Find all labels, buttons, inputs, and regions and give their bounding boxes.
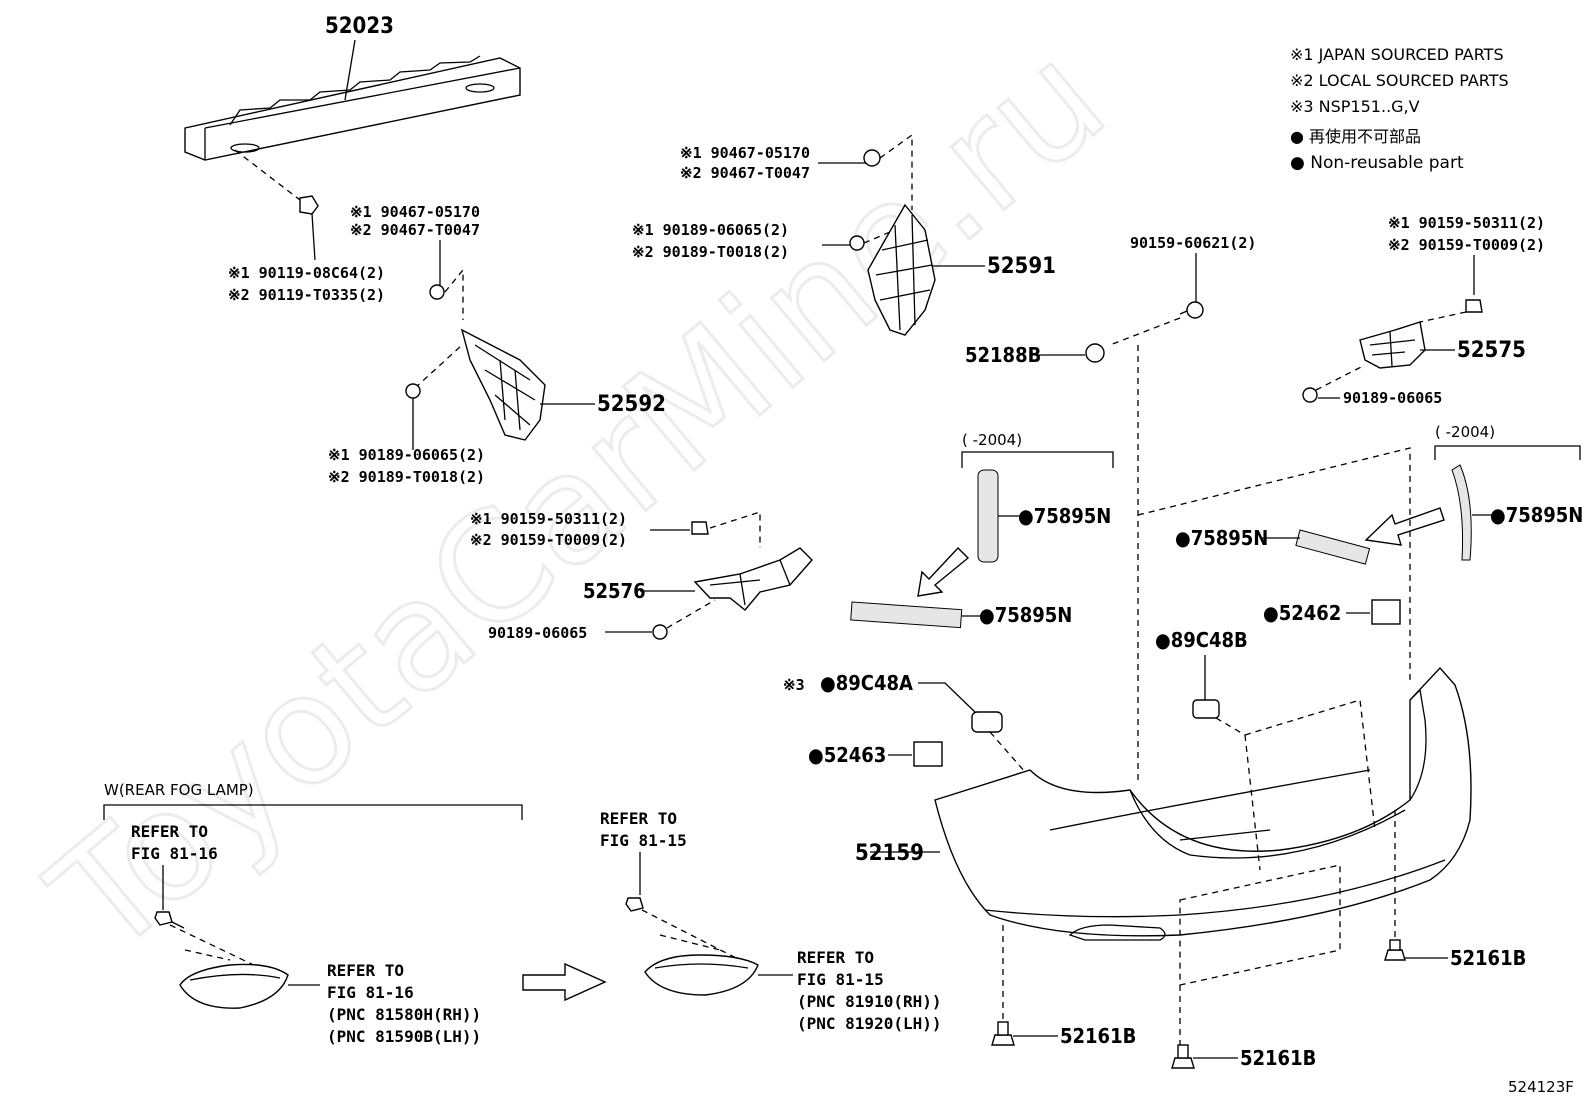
refer-a-line2: FIG 81-16: [131, 844, 218, 863]
clip-icon: [1171, 1044, 1195, 1069]
nut-mid-label-2: ※2 90189-T0018(2): [632, 243, 789, 261]
part-52462-label: ●52462: [1263, 601, 1341, 625]
bolt-icon: [234, 149, 319, 261]
reflector-lamp-rh: [644, 954, 759, 996]
fog-lamp-title: W(REAR FOG LAMP): [104, 781, 254, 799]
refer-b-line2: FIG 81-16: [327, 983, 414, 1002]
clip-left-label-2: ※2 90467-T0047: [350, 221, 480, 239]
clip-icon: [1384, 939, 1406, 961]
legend-japan-sourced: ※1 JAPAN SOURCED PARTS: [1290, 45, 1504, 64]
refer-c-line1: REFER TO: [600, 809, 677, 828]
bracket-52591: [867, 203, 985, 336]
nut-right-label: 90189-06065: [1343, 389, 1442, 407]
sensor-icon: [971, 711, 1003, 733]
side-bracket-52575: [1359, 321, 1426, 369]
clip-label-c: 52161B: [1240, 1046, 1316, 1070]
refer-b-line1: REFER TO: [327, 961, 404, 980]
clip-label-b: 52161B: [1060, 1024, 1136, 1048]
screw-right-label-1: ※1 90159-50311(2): [1388, 214, 1545, 232]
reflector-horizontal: [850, 601, 963, 629]
retainer-icon: [1085, 343, 1105, 363]
clip-label-a: 52161B: [1450, 946, 1526, 970]
part-52576-label: 52576: [583, 579, 646, 603]
refer-d-line3: (PNC 81910(RH)): [797, 992, 942, 1011]
rear-bumper-cover: [934, 666, 1472, 941]
clip-right-label-2: ※2 90467-T0047: [680, 164, 810, 182]
bolt-label-2: ※2 90119-T0335(2): [228, 286, 385, 304]
fog-lamp-rh: [179, 963, 289, 1009]
nut-mid2-label: 90189-06065: [488, 624, 587, 642]
arrow-right-icon: [522, 962, 607, 1002]
screw-right-label-2: ※2 90159-T0009(2): [1388, 236, 1545, 254]
screw-icon: [691, 521, 709, 535]
part-52159-label: 52159: [855, 841, 924, 866]
screw-icon: [1465, 299, 1483, 313]
reflector-label-2: ●75895N: [979, 603, 1072, 627]
sensor-b-label: ●89C48B: [1155, 628, 1248, 652]
clip-left-label-1: ※1 90467-05170: [350, 203, 480, 221]
sensor-icon: [1192, 699, 1220, 719]
part-52188b-label: 52188B: [965, 343, 1041, 367]
pad-icon: [1371, 599, 1401, 625]
refer-a-line1: REFER TO: [131, 822, 208, 841]
bolt-icon: [154, 911, 173, 926]
legend: ※1 JAPAN SOURCED PARTS ※2 LOCAL SOURCED …: [1290, 45, 1509, 173]
part-52592-label: 52592: [597, 392, 666, 417]
reflector-horizontal: [1295, 529, 1371, 565]
legend-non-reusable-jp: ● 再使用不可部品: [1290, 127, 1421, 146]
reflector-label-4: ●75895N: [1175, 526, 1268, 550]
screw-mid-label-2: ※2 90159-T0009(2): [470, 531, 627, 549]
bolt-icon: [625, 897, 644, 912]
date-range-right: ( -2004): [1435, 423, 1495, 441]
bolt-label-1: ※1 90119-08C64(2): [228, 264, 385, 282]
date-range-left: ( -2004): [962, 431, 1022, 449]
figure-code: 524123F: [1508, 1078, 1574, 1096]
clip-icon: [429, 240, 464, 320]
sensor-a-label: ●89C48A: [820, 671, 913, 695]
refer-d-line4: (PNC 81920(LH)): [797, 1014, 942, 1033]
nut-mid-label-1: ※1 90189-06065(2): [632, 221, 789, 239]
part-52463-label: ●52463: [808, 743, 886, 767]
nut-icon: [849, 235, 865, 251]
refer-c-line2: FIG 81-15: [600, 831, 687, 850]
refer-b-line4: (PNC 81590B(LH)): [327, 1027, 481, 1046]
reflector-label-1: ●75895N: [1018, 504, 1111, 528]
nut-left-label-1: ※1 90189-06065(2): [328, 446, 485, 464]
reflector-vertical: [1451, 464, 1472, 561]
bracket-52592: [405, 328, 595, 450]
screw-label: 90159-60621(2): [1130, 234, 1256, 252]
legend-non-reusable-en: ● Non-reusable part: [1290, 153, 1464, 173]
nut-left-label-2: ※2 90189-T0018(2): [328, 468, 485, 486]
refer-b-line3: (PNC 81580H(RH)): [327, 1005, 481, 1024]
refer-d-line2: FIG 81-15: [797, 970, 884, 989]
nut-icon: [1302, 387, 1318, 403]
clip-icon: [991, 1021, 1015, 1046]
nut-icon: [652, 624, 668, 640]
part-52023-label: 52023: [325, 14, 394, 39]
legend-nsp151: ※3 NSP151..G,V: [1290, 97, 1420, 116]
legend-local-sourced: ※2 LOCAL SOURCED PARTS: [1290, 71, 1509, 90]
rear-bumper-reinforcement: [184, 39, 521, 161]
screw-icon: [1186, 301, 1204, 319]
clip-icon: [863, 149, 881, 167]
screw-mid-label-1: ※1 90159-50311(2): [470, 510, 627, 528]
sensor-a-prefix: ※3: [783, 676, 805, 694]
part-52591-label: 52591: [987, 254, 1056, 279]
side-bracket-52576: [693, 547, 813, 611]
arrow-icon: [1364, 507, 1445, 546]
refer-d-line1: REFER TO: [797, 948, 874, 967]
reflector-vertical: [977, 469, 999, 563]
arrow-icon: [917, 546, 970, 597]
part-52575-label: 52575: [1457, 338, 1526, 363]
reflector-label-3: ●75895N: [1490, 503, 1583, 527]
clip-right-label-1: ※1 90467-05170: [680, 144, 810, 162]
pad-icon: [913, 741, 943, 767]
